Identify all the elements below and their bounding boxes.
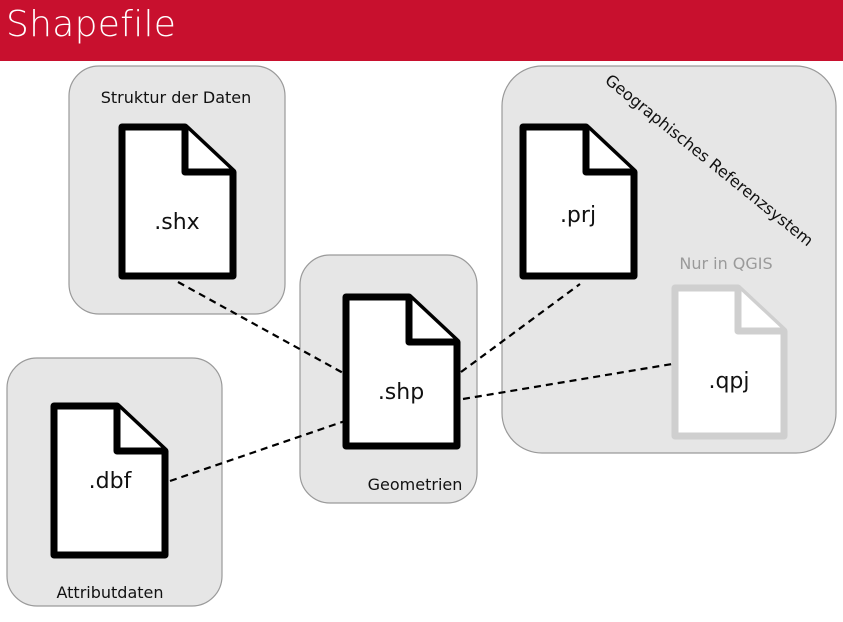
struktur-label: Struktur der Daten — [101, 88, 252, 107]
nur-in-qgis-label: Nur in QGIS — [679, 254, 772, 273]
prj-file-icon — [519, 123, 638, 280]
qpj-label: .qpj — [708, 369, 749, 394]
title-bar: Shapefile — [0, 0, 843, 61]
geometrien-label: Geometrien — [368, 475, 463, 494]
shx-label: .shx — [154, 210, 199, 235]
dbf-file-icon — [50, 402, 169, 559]
dbf-label: .dbf — [89, 469, 133, 494]
attribut-label: Attributdaten — [56, 583, 163, 602]
page-title: Shapefile — [6, 4, 177, 45]
link-dbf-shp — [169, 419, 346, 483]
shp-label: .shp — [378, 380, 424, 405]
link-shp-prj — [460, 283, 581, 373]
link-shx-shp — [177, 281, 346, 375]
shp-file-icon — [342, 293, 461, 450]
shx-file-icon — [118, 123, 237, 280]
qpj-file-icon — [671, 284, 788, 440]
prj-label: .prj — [560, 203, 596, 228]
